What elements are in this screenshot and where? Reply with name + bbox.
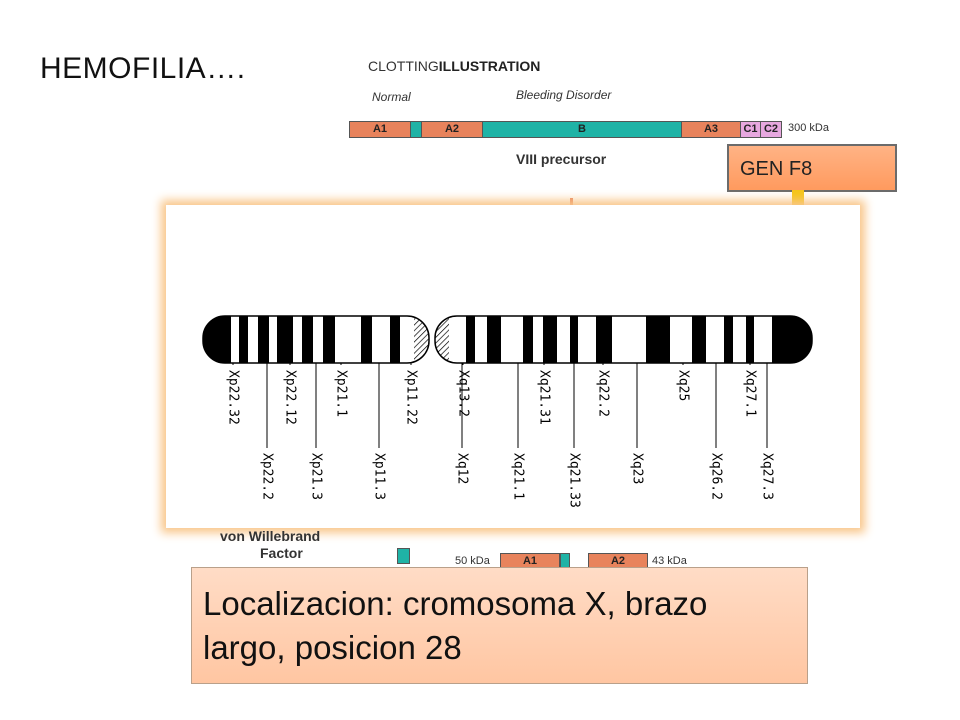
band-label-top-4: Xq13.2 [456, 370, 471, 417]
band-label-bottom-5: Xq21.33 [567, 453, 582, 508]
von-willebrand-factor-label: von Willebrand Factor [220, 528, 320, 562]
band-label-bottom-4: Xq21.1 [511, 453, 526, 500]
location-text-box: Localizacion: cromosoma X, brazo largo, … [191, 567, 808, 684]
viii-precursor-label: VIII precursor [516, 151, 607, 167]
domain-c2: C2 [760, 121, 782, 138]
gene-f8-box: GEN F8 [727, 144, 897, 192]
band-label-top-0: Xp22.32 [226, 370, 241, 425]
chromosome-x-ideogram: Xp22.32 Xp22.12 Xp21.1 Xp11.22 Xq13.2 Xq21.31… [166, 205, 860, 528]
connector-tick [570, 198, 573, 208]
vwf-size-50kda: 50 kDa [455, 555, 490, 567]
band-label-top-7: Xq25 [676, 370, 691, 401]
domain-b: B [482, 121, 682, 138]
heading-light: CLOTTING [368, 58, 439, 74]
vwf-domain-a1: A1 [500, 553, 560, 568]
band-label-top-2: Xp21.1 [334, 370, 349, 417]
band-label-bottom-8: Xq27.3 [760, 453, 775, 500]
band-label-bottom-6: Xq23 [630, 453, 645, 484]
bleeding-disorder-label: Bleeding Disorder [516, 88, 612, 102]
clotting-illustration-heading: CLOTTINGILLUSTRATION [368, 58, 540, 74]
band-label-bottom-7: Xq26.2 [709, 453, 724, 500]
vwf-label-line1: von Willebrand [220, 528, 321, 544]
band-label-bottom-3: Xq12 [455, 453, 470, 484]
vwf-domain-a2: A2 [588, 553, 648, 568]
domain-a2: A2 [421, 121, 483, 138]
band-label-bottom-2: Xp11.3 [372, 453, 387, 500]
vwf-domain-spacer [560, 553, 570, 568]
band-label-top-1: Xp22.12 [283, 370, 298, 425]
vwf-teal-block [397, 548, 410, 564]
band-label-top-8: Xq27.1 [743, 370, 758, 417]
band-label-bottom-1: Xp21.3 [309, 453, 324, 500]
vwf-size-43kda: 43 kDa [652, 555, 687, 567]
slide-title: HEMOFILIA…. [40, 52, 246, 85]
domain-c1: C1 [740, 121, 761, 138]
band-label-top-6: Xq22.2 [596, 370, 611, 417]
domain-a1: A1 [349, 121, 411, 138]
domain-a3: A3 [681, 121, 741, 138]
band-label-top-5: Xq21.31 [537, 370, 552, 425]
vwf-label-line2: Factor [260, 545, 303, 561]
band-label-bottom-0: Xp22.2 [260, 453, 275, 500]
heading-bold: ILLUSTRATION [438, 58, 541, 74]
band-label-top-3: Xp11.22 [404, 370, 419, 425]
normal-label: Normal [372, 90, 411, 104]
size-label-300kda: 300 kDa [788, 122, 829, 134]
